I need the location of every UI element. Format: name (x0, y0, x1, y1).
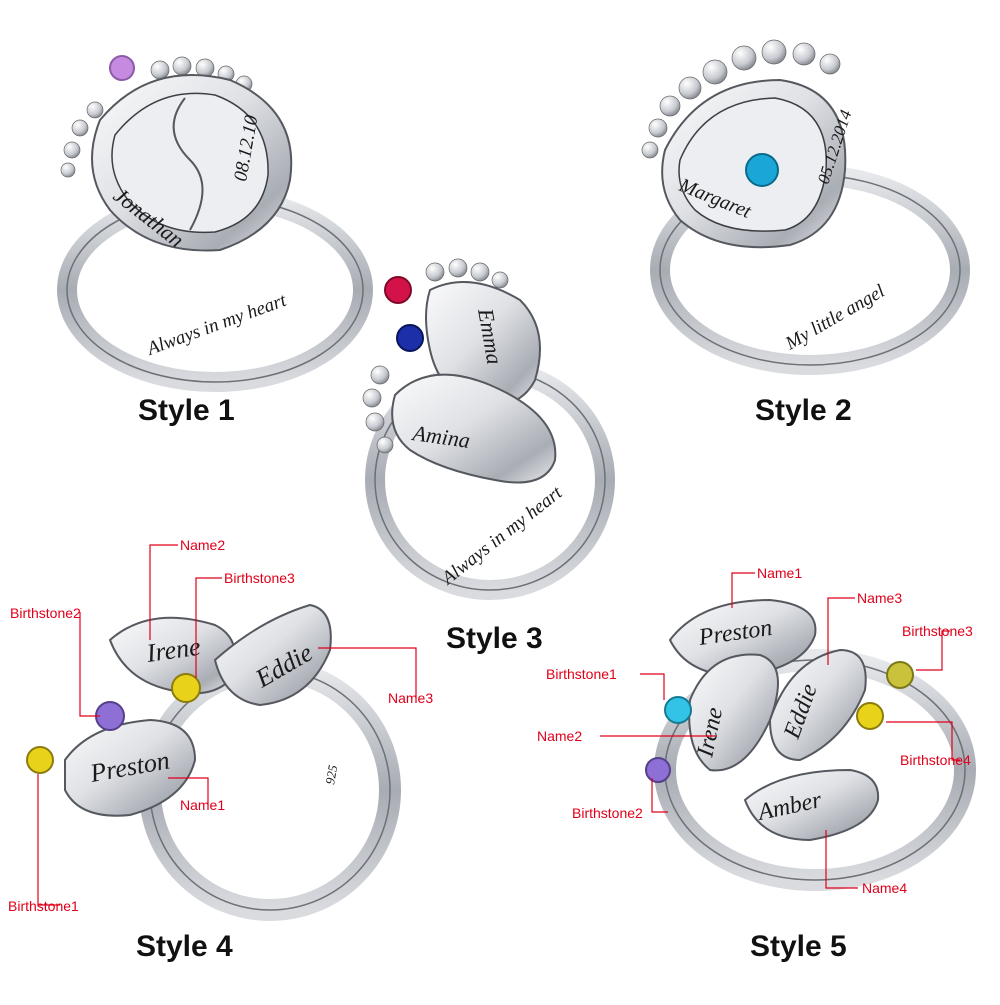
style-5-label-name3: Name3 (857, 590, 903, 606)
style-5-label-birthstone3: Birthstone3 (902, 623, 973, 639)
ring-style-2: Margaret 05.12.2014 My little angel (641, 39, 970, 375)
callout-lines (600, 572, 960, 889)
style-4-label-birthstone2: Birthstone2 (10, 605, 81, 621)
foot-charm-eddie (213, 603, 332, 707)
birthstone (886, 661, 914, 689)
foot-charm-eddie (768, 648, 867, 762)
style-5-label-birthstone4: Birthstone4 (900, 752, 971, 768)
bead-border (362, 258, 509, 454)
engraving-inside: Always in my heart (143, 290, 290, 361)
hallmark: 925 (322, 763, 340, 785)
birthstone (645, 757, 671, 783)
style-4-label-birthstone1: Birthstone1 (8, 898, 79, 914)
charm-face (111, 92, 269, 234)
bead-border (641, 39, 841, 159)
ring-style-5: Preston Irene Eddie Amber (600, 572, 976, 891)
birthstone (26, 746, 54, 774)
birthstone (384, 276, 412, 304)
callout-lines (37, 544, 417, 906)
foot-charm-lower (391, 373, 557, 484)
style-5-label-name4: Name4 (862, 880, 908, 896)
style-4-title: Style 4 (136, 930, 233, 963)
birthstone (171, 673, 201, 703)
ring-style-1: Jonathan 08.12.10 Always in my heart (57, 55, 373, 392)
foot-charm-amber (743, 768, 880, 842)
birthstone (95, 701, 125, 731)
bead-border (60, 56, 253, 178)
style-5-title: Style 5 (750, 930, 847, 963)
ring-style-4: Irene Eddie Preston 925 (26, 544, 417, 921)
style-4-label-birthstone3: Birthstone3 (224, 570, 295, 586)
ring-style-3: Emma Amina Always in my heart (362, 258, 615, 600)
ring-band (139, 659, 401, 921)
birthstone (856, 702, 884, 730)
style-5-label-birthstone2: Birthstone2 (572, 805, 643, 821)
style-4-label-name3: Name3 (388, 690, 434, 706)
birthstone (745, 153, 779, 187)
style-3-title: Style 3 (446, 622, 543, 655)
style-5-label-birthstone1: Birthstone1 (546, 666, 617, 682)
engraving-inside: My little angel (781, 281, 888, 355)
style-1-title: Style 1 (138, 394, 235, 427)
birthstone (664, 696, 692, 724)
style-2-title: Style 2 (755, 394, 852, 427)
birthstone (396, 324, 424, 352)
feet-divider (172, 97, 204, 231)
style-4-label-name1: Name1 (180, 797, 226, 813)
style-5-label-name1: Name1 (757, 565, 803, 581)
style-5-label-name2: Name2 (537, 728, 583, 744)
style-4-label-name2: Name2 (180, 537, 226, 553)
birthstone (109, 55, 135, 81)
